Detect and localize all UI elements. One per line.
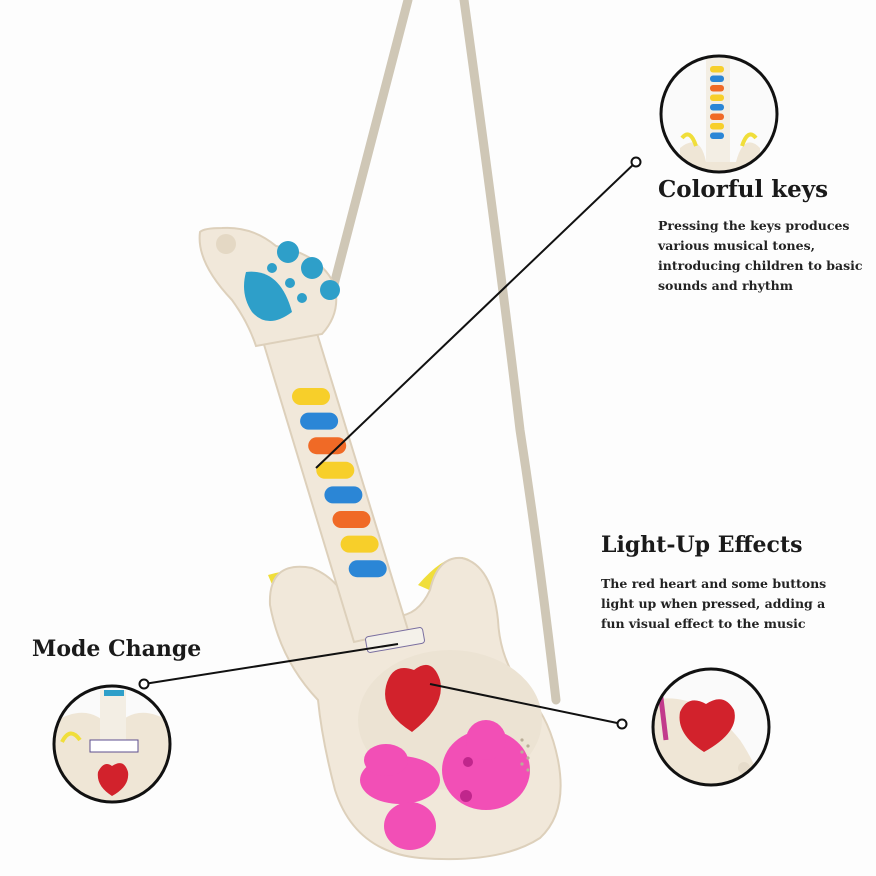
speaker-grille (520, 738, 530, 772)
figure-eye (460, 790, 472, 802)
callout-lines (138, 156, 642, 730)
description-line: light up when pressed, adding a (601, 596, 826, 611)
inset-mode-change (52, 684, 172, 804)
pink-figure (360, 720, 530, 850)
fret-key (316, 461, 355, 479)
inset-colorful-keys (659, 54, 779, 174)
tuner-plate (244, 271, 292, 321)
fret-key (348, 560, 387, 578)
description-line: various musical tones, (658, 238, 815, 253)
heart-button (385, 664, 441, 732)
description-line: introducing children to basic (658, 258, 863, 273)
tuner-button (297, 293, 307, 303)
inset-fret-key (710, 104, 724, 111)
inset-fret-key (710, 75, 724, 82)
strap (459, 0, 561, 705)
tuner-button (267, 263, 277, 273)
figure-eye (463, 757, 473, 767)
description-line: The red heart and some buttons (601, 576, 827, 591)
inset-fret-key (710, 113, 724, 120)
fret-key (300, 412, 339, 430)
tuner-button (285, 278, 295, 288)
inset-fret-key (710, 85, 724, 92)
fret-key (308, 437, 347, 455)
inset-fret-key (710, 66, 724, 73)
fret-key (340, 535, 379, 553)
headstock-knob (216, 234, 236, 254)
strap (325, 0, 413, 305)
colorful-keys-title: Colorful keys (658, 176, 829, 203)
mode-change-title: Mode Change (32, 636, 202, 662)
fret-key (324, 486, 363, 504)
tuning-peg (277, 241, 299, 263)
tuning-peg (301, 257, 323, 279)
inset-light-up (651, 667, 771, 787)
description-line: fun visual effect to the music (601, 616, 806, 631)
fret-key (292, 388, 330, 405)
fret-key (332, 511, 371, 528)
description-line: sounds and rhythm (658, 278, 793, 293)
tuning-peg (320, 280, 340, 300)
inset-fret-key (710, 123, 724, 130)
colorful-keys-description: Pressing the keys produces various music… (658, 216, 863, 296)
light-up-effects-description: The red heart and some buttons light up … (601, 574, 826, 634)
inset-fret-key (710, 132, 724, 139)
inset-fret-key (710, 94, 724, 101)
light-up-effects-title: Light-Up Effects (601, 532, 803, 558)
fret-keys (292, 388, 387, 578)
description-line: Pressing the keys produces (658, 218, 850, 233)
